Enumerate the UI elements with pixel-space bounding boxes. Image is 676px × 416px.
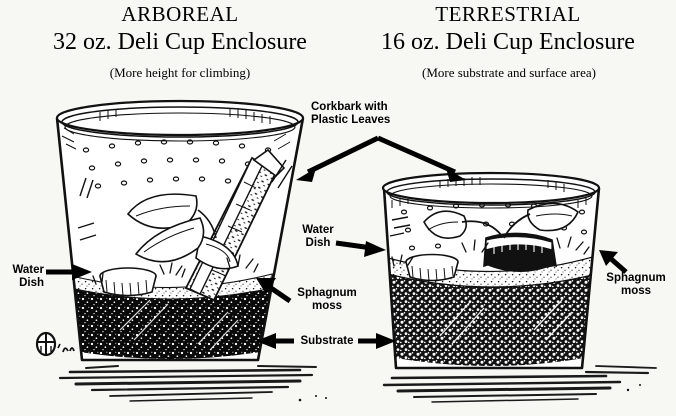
- ventilation-holes-left: [82, 139, 276, 189]
- callout-arrows: [46, 135, 628, 349]
- callout-sphagnum-center-line1: Sphagnum: [297, 287, 357, 299]
- callout-sphagnum-right-line2: moss: [620, 284, 652, 297]
- left-cup-illustration: [55, 99, 305, 362]
- plastic-leaves-right: [423, 202, 579, 239]
- glass-glints-right: [389, 216, 411, 237]
- ground-shadow-right: [382, 365, 657, 403]
- artist-signature: [35, 331, 75, 357]
- left-panel-subtitle: (More height for climbing): [109, 65, 251, 80]
- callout-sphagnum-center: Sphagnum moss: [294, 287, 360, 313]
- callout-water-dish-left-line1: Water: [12, 264, 44, 276]
- rim-hatching-right: [391, 177, 587, 208]
- right-panel-kicker: TERRESTRIAL: [435, 2, 581, 26]
- callout-water-dish-left-line2: Dish: [19, 276, 44, 289]
- water-dish-left: [99, 267, 157, 297]
- callout-sphagnum-right: Sphagnum moss: [602, 272, 670, 298]
- right-panel-subtitle: (More substrate and surface area): [422, 65, 596, 80]
- right-cup-illustration: [381, 171, 601, 370]
- callout-water-dish-center-line2: Dish: [305, 236, 331, 249]
- right-panel-title: 16 oz. Deli Cup Enclosure: [381, 29, 635, 55]
- arrow-sphagnum-right: [608, 256, 628, 274]
- sphagnum-tufts-right: [391, 236, 590, 267]
- callout-substrate: Substrate: [300, 335, 354, 347]
- left-panel-kicker: ARBOREAL: [121, 2, 239, 26]
- glass-glints-left: [77, 159, 293, 241]
- sphagnum-tufts-left: [92, 254, 259, 285]
- callout-corkbark: Corkbark with Plastic Leaves: [311, 101, 390, 127]
- corkbark-right: [483, 232, 557, 272]
- plastic-leaves-left: [126, 193, 217, 263]
- arrow-corkbark-left: [306, 135, 380, 175]
- callout-sphagnum-center-line2: moss: [311, 299, 343, 312]
- arrow-sphagnum-center: [266, 283, 292, 304]
- callout-corkbark-line1: Corkbark with: [311, 101, 388, 113]
- left-panel-title: 32 oz. Deli Cup Enclosure: [53, 29, 307, 55]
- ground-shadow-left: [58, 365, 327, 402]
- rim-hatching-left: [61, 108, 291, 150]
- callout-water-dish-center-line1: Water: [302, 224, 334, 236]
- water-dish-right: [405, 253, 459, 282]
- callout-corkbark-line2: Plastic Leaves: [311, 113, 391, 126]
- callout-water-dish-center: Water Dish: [294, 224, 342, 250]
- callout-sphagnum-right-line1: Sphagnum: [606, 272, 666, 284]
- callout-water-dish-left: Water Dish: [0, 264, 44, 290]
- arrow-corkbark-right: [376, 135, 457, 175]
